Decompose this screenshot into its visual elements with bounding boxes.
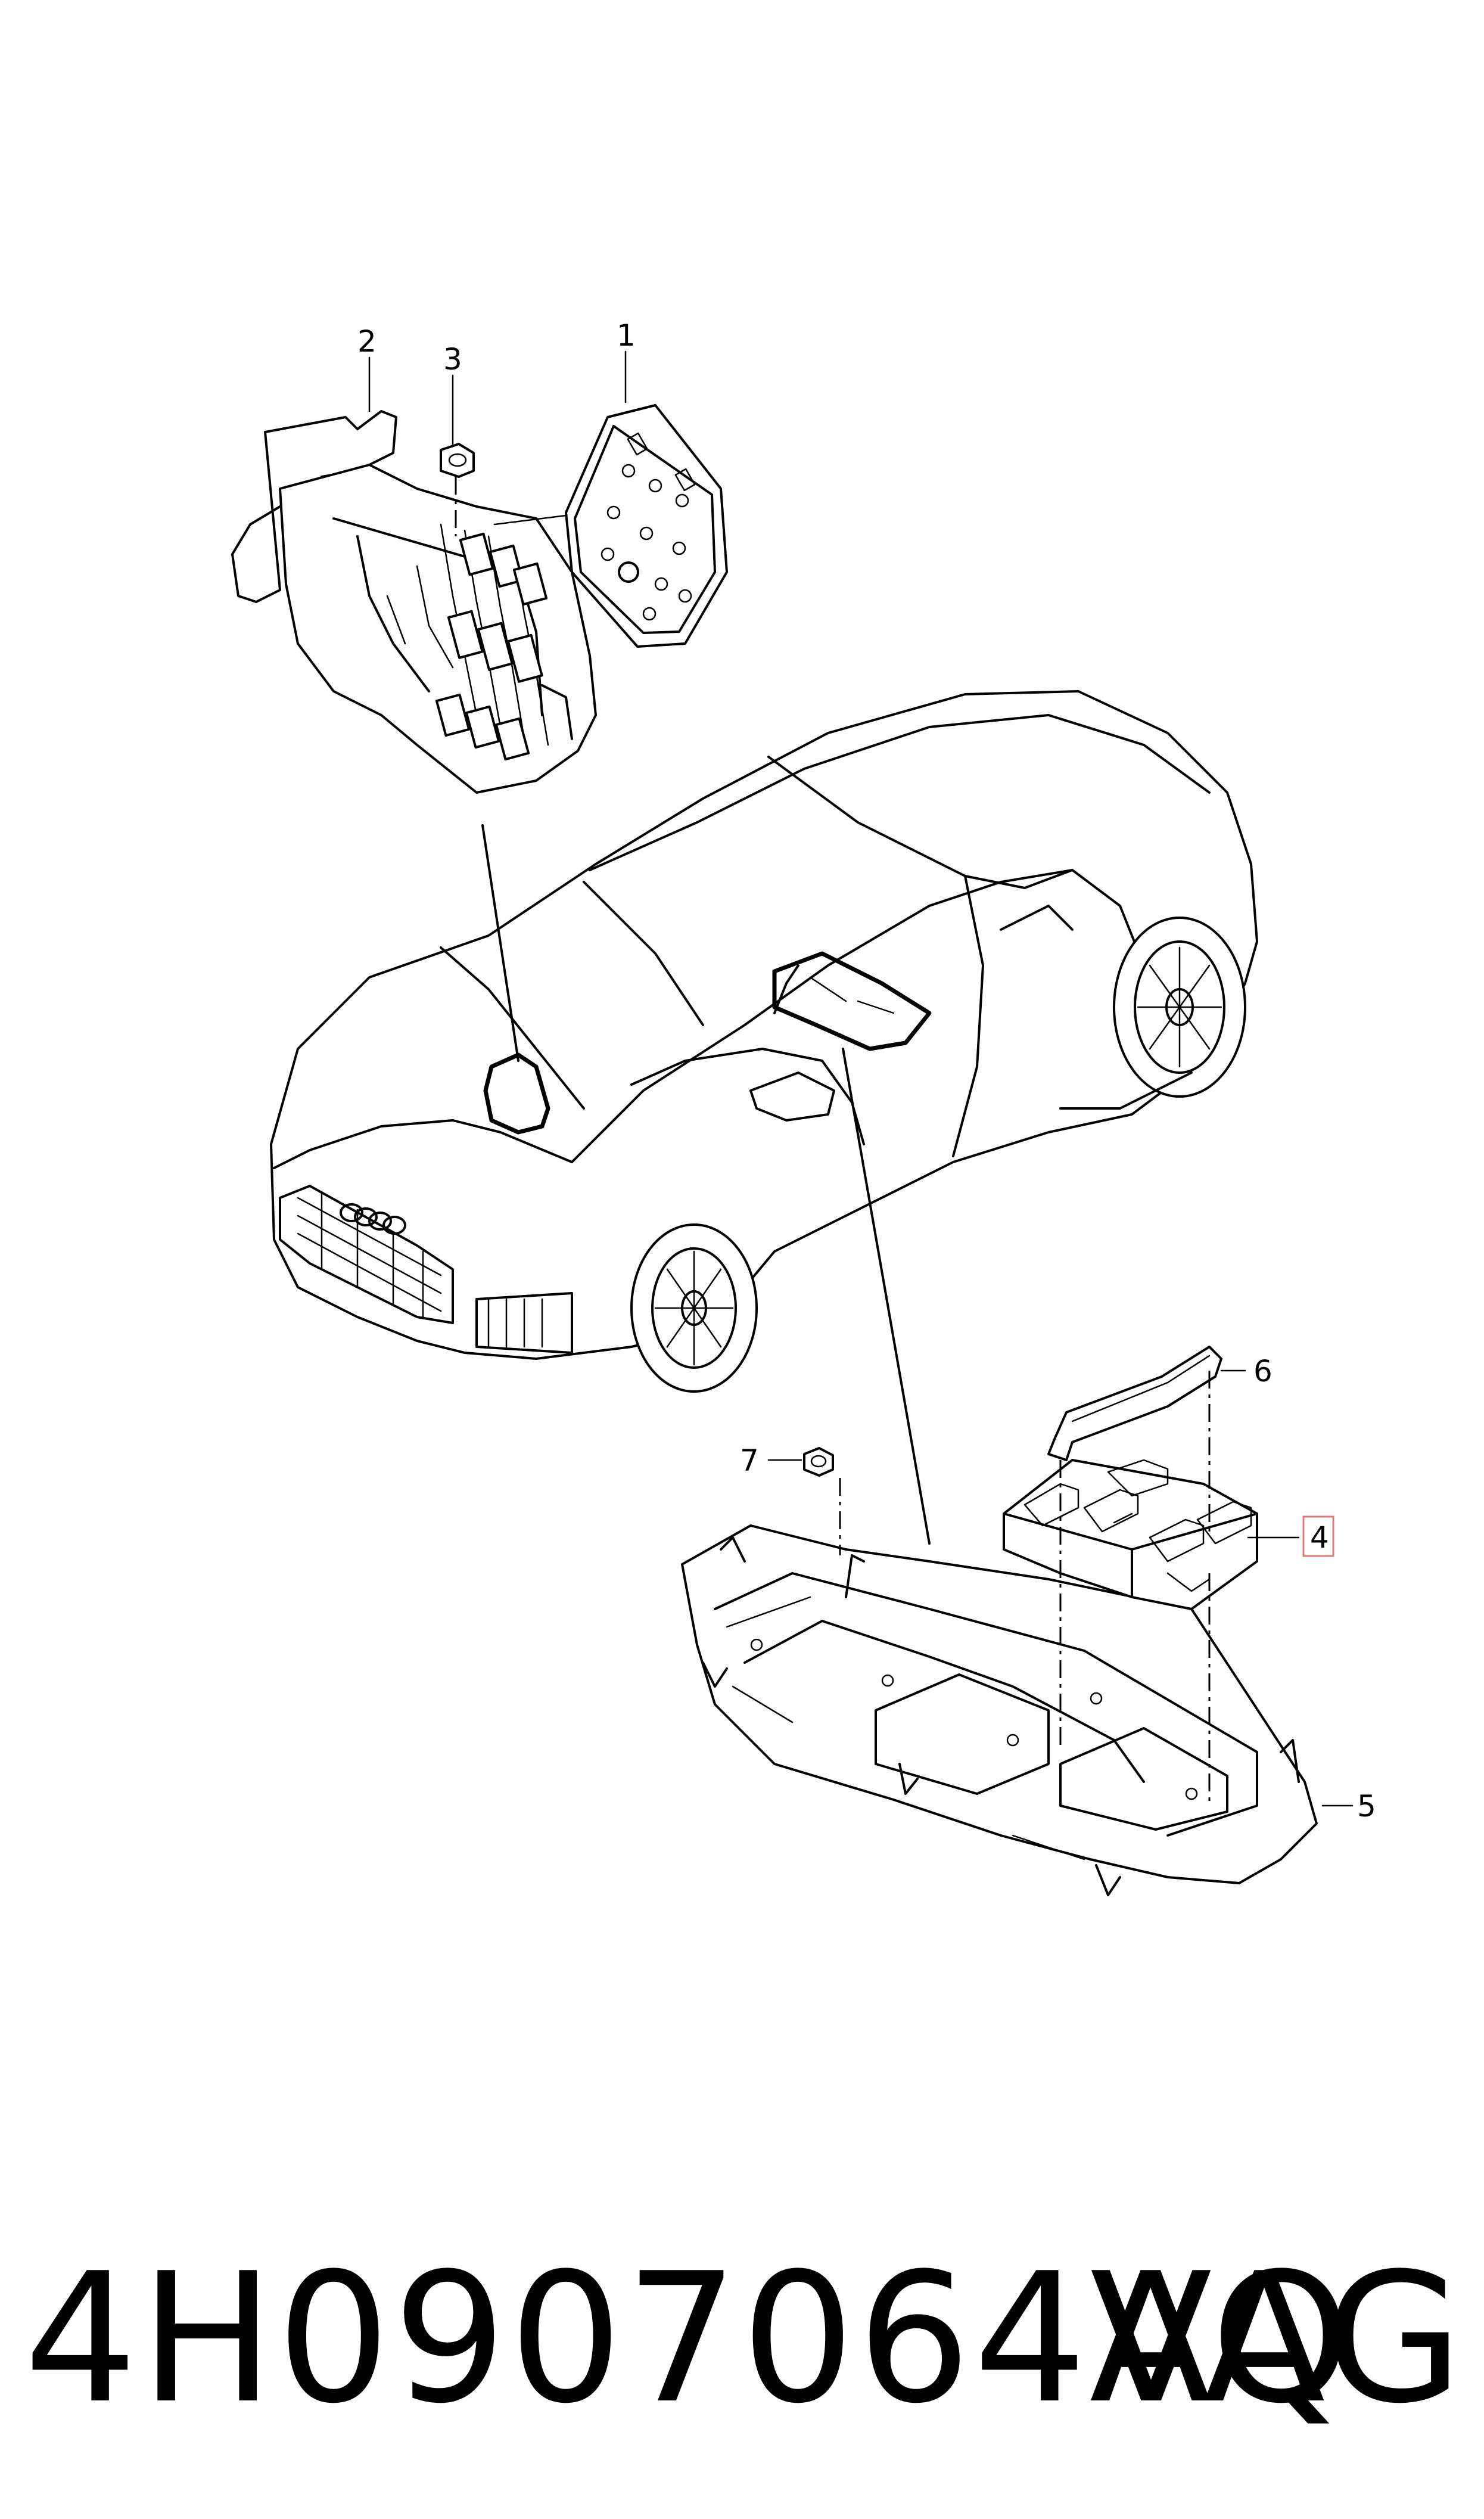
control-module-part-4	[1003, 1459, 1258, 1610]
part-number: 4H0907064AQ	[24, 2235, 1354, 2443]
callout-3: 3	[443, 342, 462, 377]
callout-4-highlight-box	[1302, 1515, 1334, 1557]
callout-7: 7	[740, 1443, 759, 1478]
callout-labels: 1 2 3 4 5 6 7	[357, 318, 1376, 1824]
cover-plate-part-1	[565, 404, 728, 648]
audi-rings-logo	[340, 1203, 406, 1235]
assembly-lines	[455, 477, 1211, 1806]
footer: 4H0907064AQ VAG	[24, 2241, 1466, 2437]
nut-part-3	[440, 443, 475, 478]
leader-lines	[368, 350, 1354, 1807]
car-outline	[270, 690, 1258, 1545]
callout-4: 4	[1310, 1520, 1329, 1555]
mounting-tray-part-5	[681, 1524, 1318, 1896]
callout-1: 1	[617, 318, 636, 353]
brand-label: VAG	[1090, 2235, 1466, 2443]
callout-6: 6	[1253, 1354, 1273, 1389]
bracket-part-6	[1047, 1346, 1222, 1461]
nut-part-7	[803, 1447, 834, 1477]
callout-5: 5	[1357, 1789, 1376, 1824]
callout-2: 2	[357, 324, 377, 359]
relay-carrier-bracket	[231, 410, 597, 794]
